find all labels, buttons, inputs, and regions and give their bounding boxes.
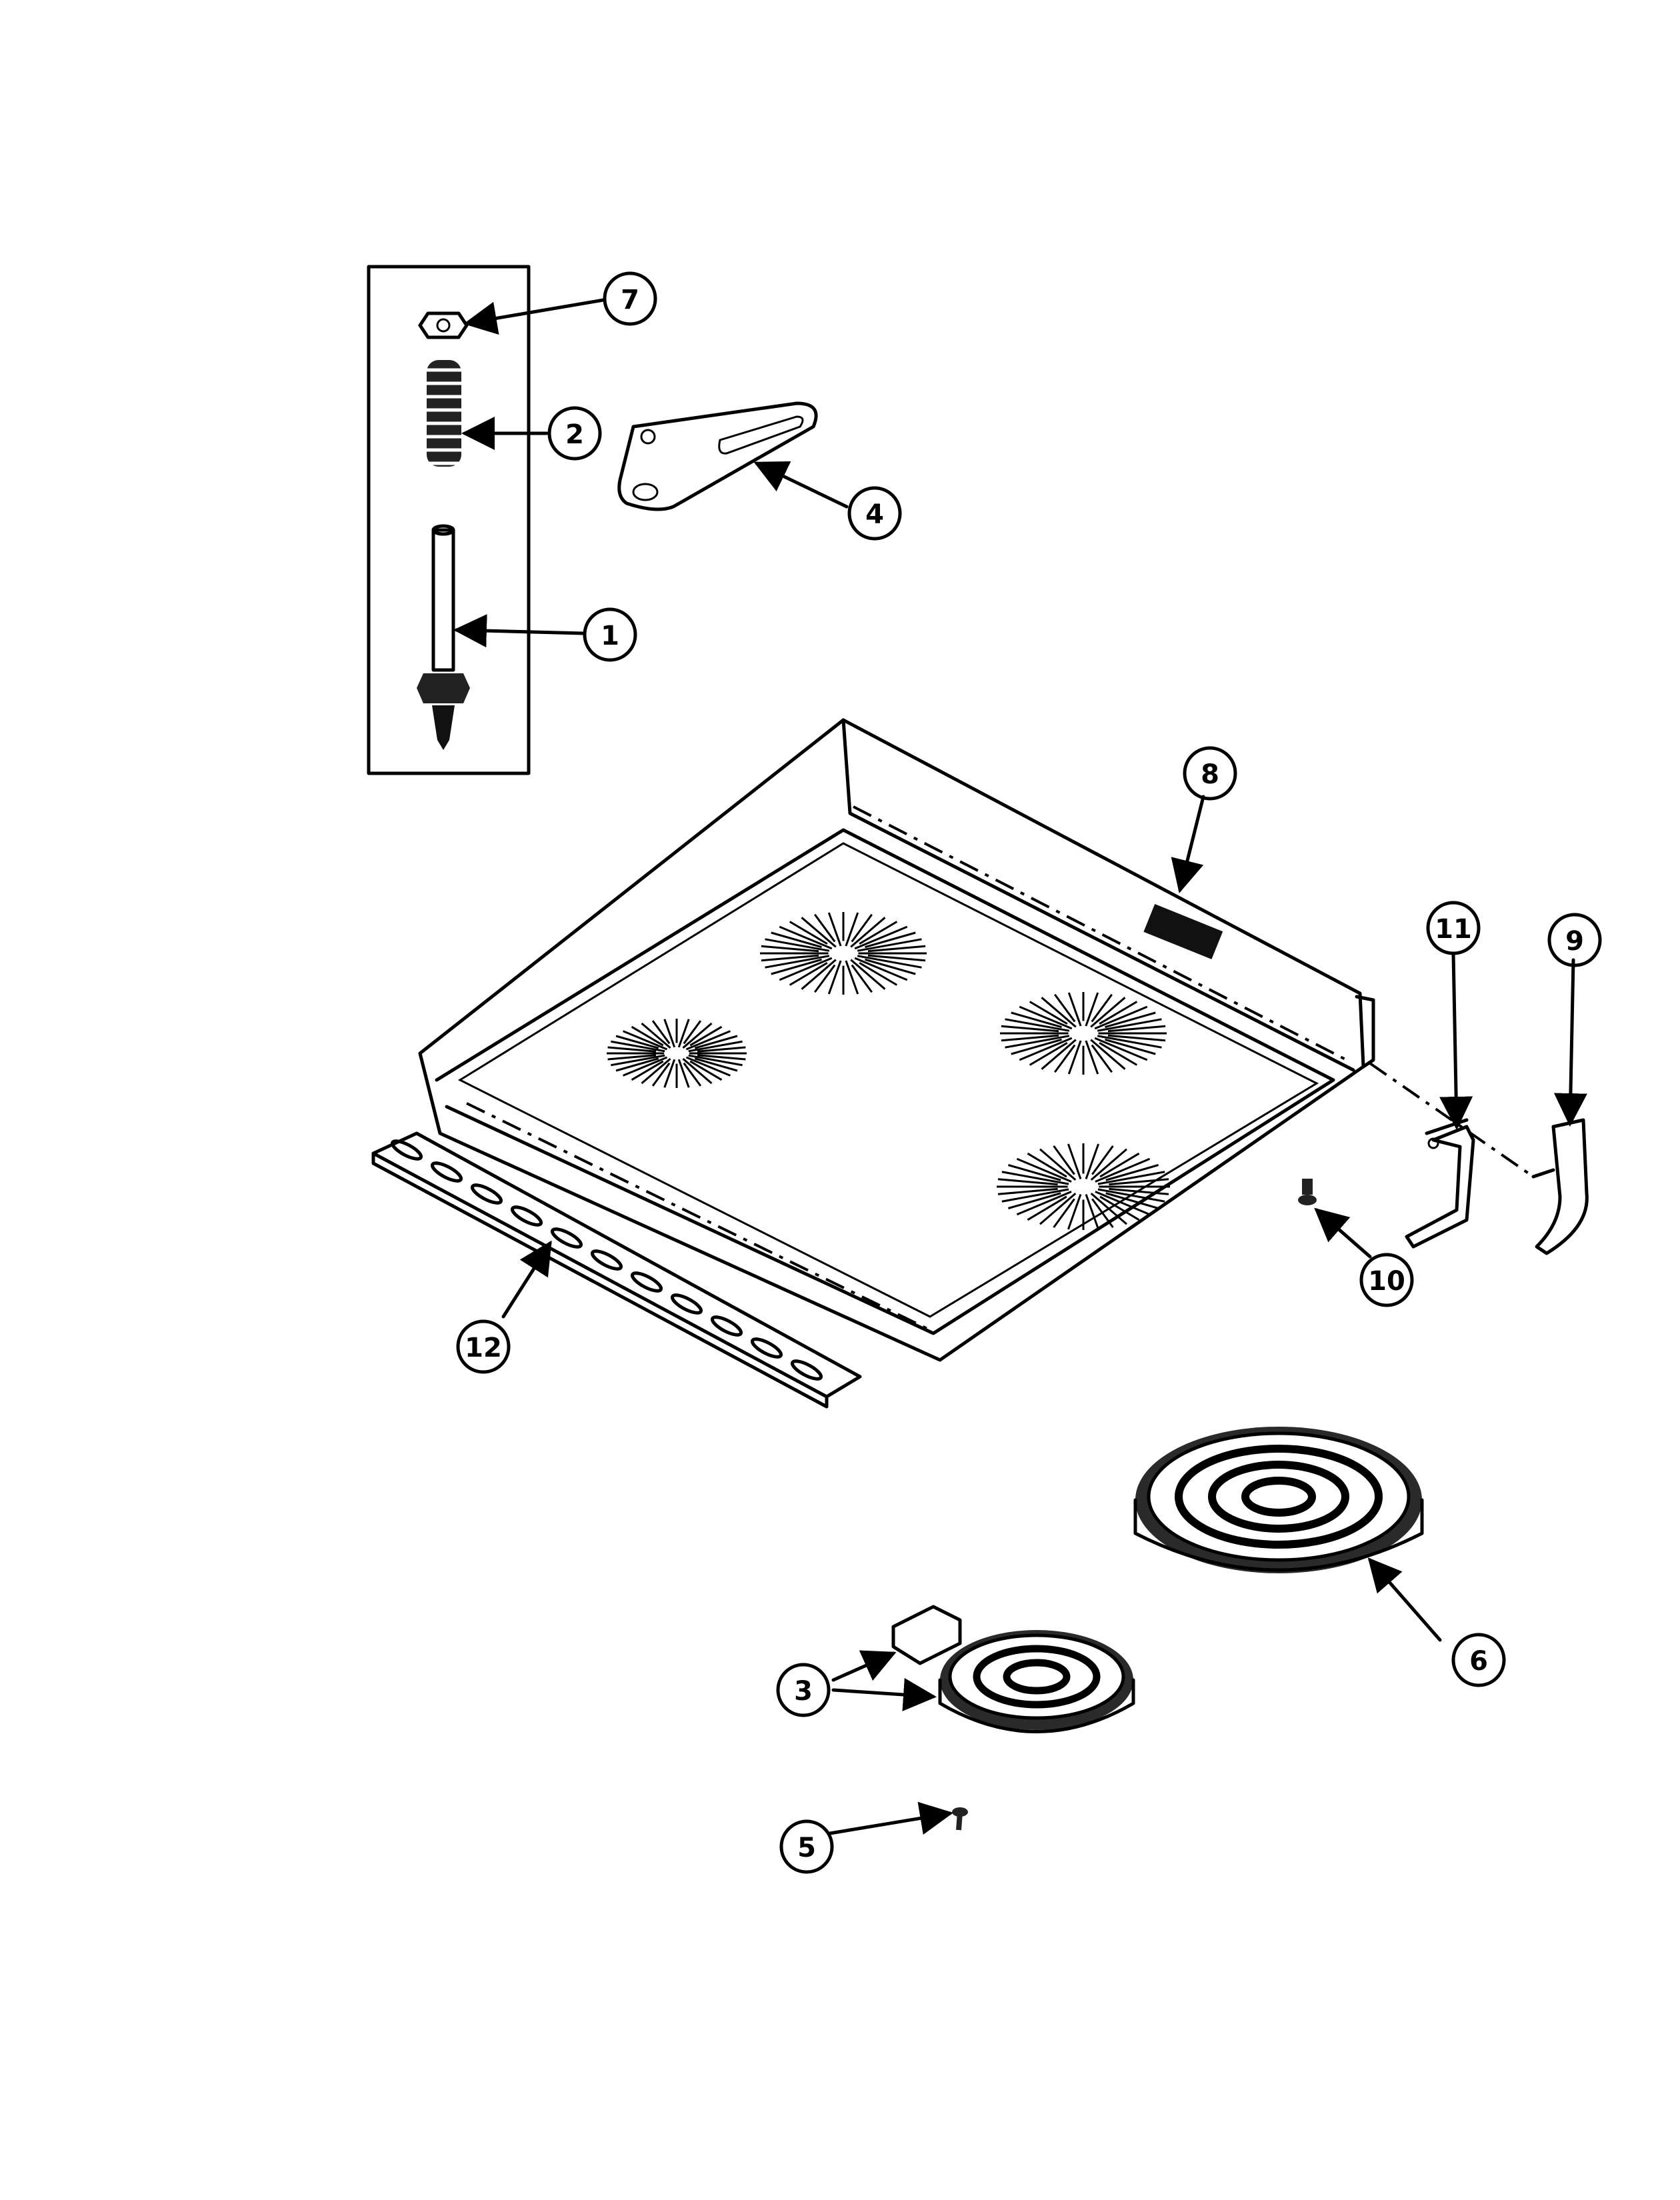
sunburst-front-center [997,1143,1170,1230]
callout-7-label: 7 [621,285,639,315]
callout-2-label: 2 [565,419,584,450]
vent-slot [590,1249,623,1271]
callout-3-label: 3 [794,1676,813,1707]
callout-6-label: 6 [1469,1646,1488,1677]
callout-8: 8 [1183,746,1237,801]
burner-markings [607,912,1170,1230]
vent-slot [550,1227,583,1249]
callout-11-label: 11 [1435,914,1472,945]
callout-10: 10 [1359,1253,1414,1307]
callout-9: 9 [1547,913,1602,967]
vent-slot [750,1337,783,1359]
threaded-stud-icon [417,524,470,750]
callout-6: 6 [1451,1633,1506,1687]
sunburst-front-left [607,1019,747,1088]
hinge-bracket-icon [1405,1118,1475,1249]
callout-12: 12 [456,1319,511,1374]
leader-lines [453,298,1587,1835]
vent-slot [470,1183,503,1205]
vent-slot [670,1293,703,1315]
callout-5: 5 [779,1819,834,1874]
callout-8-label: 8 [1201,759,1219,790]
sunburst-front-right [1000,992,1167,1075]
callout-3: 3 [776,1663,831,1717]
callout-9-label: 9 [1565,926,1584,957]
vent-slot [510,1205,543,1227]
screw-icon [952,1807,968,1831]
sunburst-back-left [760,912,927,995]
callout-7: 7 [603,271,657,326]
vent-slot [390,1139,423,1161]
vent-slot [790,1359,823,1381]
callout-10-label: 10 [1368,1266,1405,1297]
vented-trim-strip-icon [371,1131,862,1409]
knob-icon [1298,1179,1317,1205]
callout-5-label: 5 [797,1833,816,1863]
callout-4-label: 4 [865,499,884,530]
small-surface-element-icon [891,1605,1135,1733]
vent-slot [630,1271,663,1293]
mounting-bracket-icon [617,401,818,511]
callout-12-label: 12 [465,1333,502,1363]
callout-2: 2 [547,406,602,461]
leveling-kit-box [367,265,531,775]
vent-slot [430,1161,463,1183]
vent-slot [710,1315,743,1337]
side-trim-icon [1531,1118,1589,1255]
callout-1-label: 1 [601,621,619,651]
callout-11: 11 [1426,901,1481,955]
large-surface-element-icon [1133,1427,1424,1573]
cooktop-panel-icon [418,718,1375,1362]
callout-1: 1 [583,607,637,662]
callout-4: 4 [847,486,902,541]
hex-nut-icon [418,311,469,339]
coil-spring-icon [427,360,461,467]
